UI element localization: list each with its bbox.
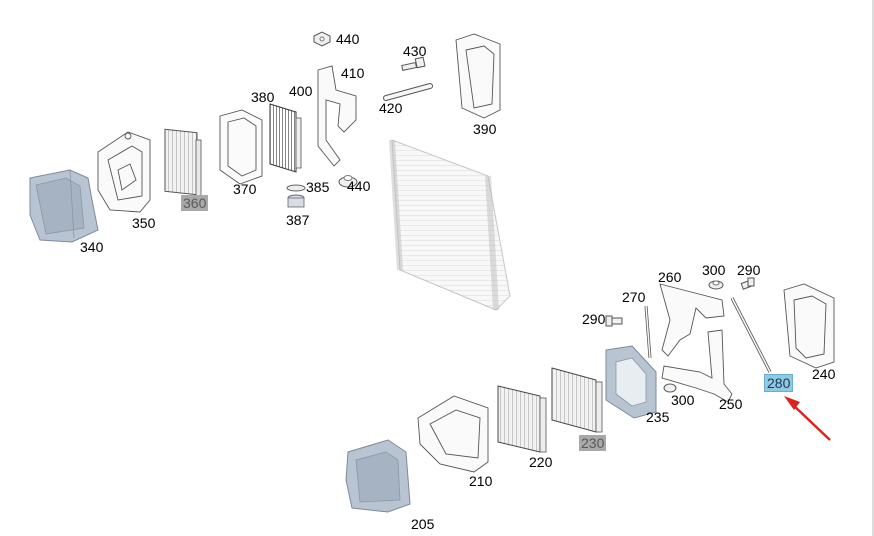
part-350-frame[interactable] (97, 131, 151, 213)
main-radiator[interactable] (389, 139, 511, 311)
callout-280-selected[interactable]: 280 (763, 374, 794, 392)
part-250-bracket[interactable] (661, 329, 733, 403)
callout-340[interactable]: 340 (80, 239, 104, 255)
part-410-bracket[interactable] (317, 65, 357, 167)
callout-270[interactable]: 270 (622, 289, 646, 305)
part-380-radiator[interactable] (269, 103, 302, 173)
part-290-bolt-left[interactable] (605, 315, 623, 327)
callout-430[interactable]: 430 (403, 43, 427, 59)
part-205-shroud[interactable] (345, 439, 411, 513)
part-290-bolt-right[interactable] (740, 277, 755, 290)
part-390-shroud[interactable] (455, 33, 501, 119)
part-430-bolt[interactable] (401, 56, 426, 71)
callout-385[interactable]: 385 (306, 179, 330, 195)
part-440-nut-bottom[interactable] (338, 175, 358, 188)
part-240-shroud[interactable] (783, 283, 835, 369)
part-370-duct[interactable] (219, 109, 263, 185)
part-385-ring[interactable] (286, 184, 306, 192)
callout-290-left[interactable]: 290 (582, 311, 606, 327)
callout-260[interactable]: 260 (658, 269, 682, 285)
callout-250[interactable]: 250 (719, 396, 743, 412)
part-300-nut-bottom[interactable] (663, 383, 677, 393)
callout-387[interactable]: 387 (286, 212, 310, 228)
callout-300-top[interactable]: 300 (702, 262, 726, 278)
part-340-shroud[interactable] (29, 169, 99, 243)
callout-205[interactable]: 205 (411, 516, 435, 532)
callout-390[interactable]: 390 (473, 121, 497, 137)
red-arrow-icon (784, 396, 831, 441)
callout-300-bottom[interactable]: 300 (671, 392, 695, 408)
part-420-pipe[interactable] (383, 83, 433, 101)
callout-235[interactable]: 235 (646, 409, 670, 425)
part-360-radiator[interactable] (164, 128, 202, 197)
callout-350[interactable]: 350 (132, 215, 156, 231)
callout-370[interactable]: 370 (233, 181, 257, 197)
part-280-rod[interactable] (730, 297, 772, 373)
callout-420[interactable]: 420 (379, 100, 403, 116)
part-235-duct[interactable] (605, 345, 657, 419)
callout-210[interactable]: 210 (469, 473, 493, 489)
part-270-rod[interactable] (644, 305, 652, 359)
part-210-duct[interactable] (417, 395, 489, 473)
callout-410[interactable]: 410 (341, 65, 365, 81)
part-230-radiator[interactable] (551, 367, 603, 433)
part-387-cap[interactable] (287, 194, 305, 208)
part-260-bracket[interactable] (659, 283, 725, 357)
callout-380[interactable]: 380 (251, 89, 275, 105)
callout-220[interactable]: 220 (529, 454, 553, 470)
callout-360[interactable]: 360 (181, 195, 209, 211)
callout-230[interactable]: 230 (579, 435, 607, 451)
callout-440-top[interactable]: 440 (336, 31, 360, 47)
part-300-nut-top[interactable] (708, 280, 724, 290)
part-220-radiator[interactable] (497, 385, 547, 453)
callout-440-bottom[interactable]: 440 (347, 178, 371, 194)
right-edge-divider (872, 0, 874, 536)
callout-290-right[interactable]: 290 (737, 262, 761, 278)
callout-240[interactable]: 240 (812, 366, 836, 382)
part-440-nut-top[interactable] (313, 31, 331, 47)
callout-400[interactable]: 400 (289, 83, 313, 99)
